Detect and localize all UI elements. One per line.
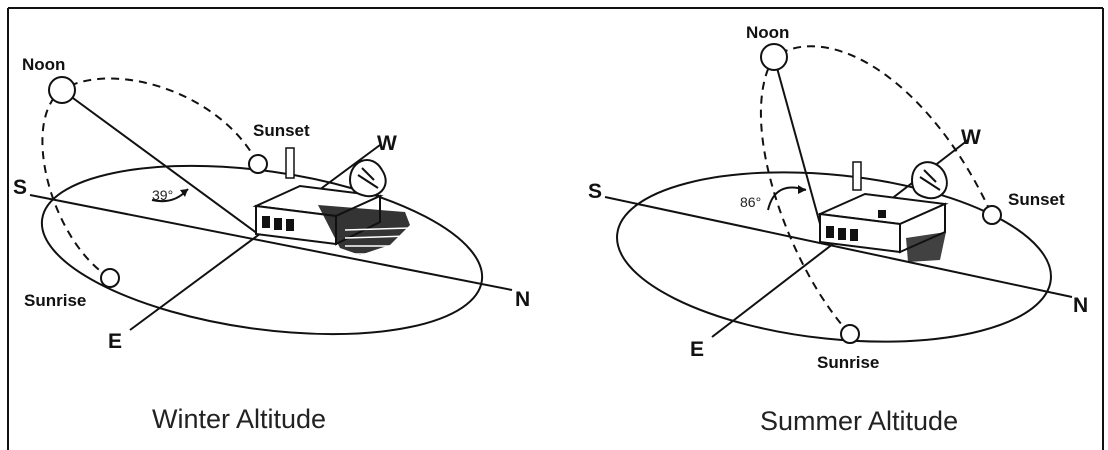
summer-east-label: E <box>690 338 704 361</box>
summer-panel: Noon Sunset Sunrise W S N E 86° Summer A… <box>588 23 1088 436</box>
summer-noon-ray <box>773 56 826 243</box>
summer-angle-label: 86° <box>740 194 761 210</box>
summer-noon-label: Noon <box>746 23 789 42</box>
winter-noon-sun-icon <box>48 76 76 104</box>
summer-sunset-sun-icon <box>982 205 1002 225</box>
winter-sunrise-label: Sunrise <box>24 291 86 310</box>
summer-angle-arrow <box>798 185 806 194</box>
winter-sunset-sun-icon <box>248 154 268 174</box>
summer-caption: Summer Altitude <box>760 406 958 436</box>
winter-west-label: W <box>377 132 397 155</box>
summer-horizon-ellipse <box>616 171 1052 343</box>
winter-north-label: N <box>515 288 530 311</box>
summer-sunrise-label: Sunrise <box>817 353 879 372</box>
winter-panel: Noon Sunset Sunrise W S N E 39° Winter A… <box>13 55 530 434</box>
summer-south-label: S <box>588 180 602 203</box>
winter-south-label: S <box>13 176 27 199</box>
summer-north-label: N <box>1073 294 1088 317</box>
summer-west-label: W <box>961 126 981 149</box>
winter-south-north-axis <box>29 194 513 291</box>
winter-horizon-ellipse <box>40 164 484 336</box>
winter-angle-label: 39° <box>152 187 173 203</box>
winter-sunrise-sun-icon <box>100 268 120 288</box>
winter-sun-path <box>41 77 259 279</box>
winter-east-west-axis <box>129 144 381 331</box>
summer-house-icon <box>816 161 949 262</box>
winter-east-label: E <box>108 330 122 353</box>
summer-noon-sun-icon <box>760 43 788 71</box>
summer-sunrise-sun-icon <box>840 324 860 344</box>
winter-caption: Winter Altitude <box>152 404 326 434</box>
winter-noon-label: Noon <box>22 55 65 74</box>
winter-angle-arrow <box>180 189 188 197</box>
winter-house-icon <box>252 147 411 255</box>
summer-sunset-label: Sunset <box>1008 190 1065 209</box>
winter-sunset-label: Sunset <box>253 121 310 140</box>
winter-noon-ray <box>61 89 259 235</box>
summer-sun-path <box>759 45 993 335</box>
summer-south-north-axis <box>604 196 1073 298</box>
